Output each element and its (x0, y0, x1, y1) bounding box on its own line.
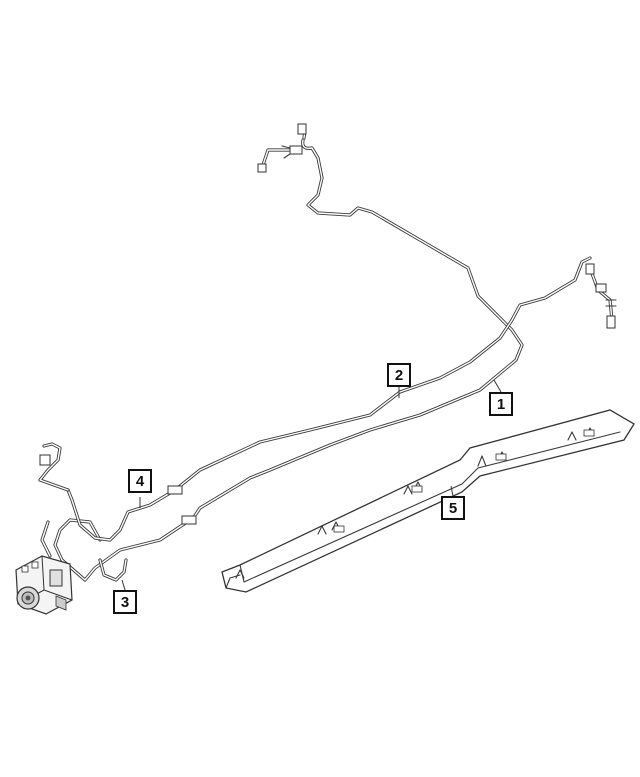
brake-tube-4 (38, 442, 183, 558)
callout-2: 2 (387, 363, 411, 387)
callout-1: 1 (489, 392, 513, 416)
brake-tube-1 (190, 123, 524, 522)
frame-rail-shield (221, 409, 635, 593)
leader-lines (121, 379, 502, 591)
brake-tube-3 (53, 515, 197, 582)
abs-module (15, 555, 73, 615)
callout-5: 5 (441, 496, 465, 520)
brake-tube-2 (173, 256, 617, 492)
callout-3: 3 (113, 590, 137, 614)
callout-4: 4 (128, 469, 152, 493)
